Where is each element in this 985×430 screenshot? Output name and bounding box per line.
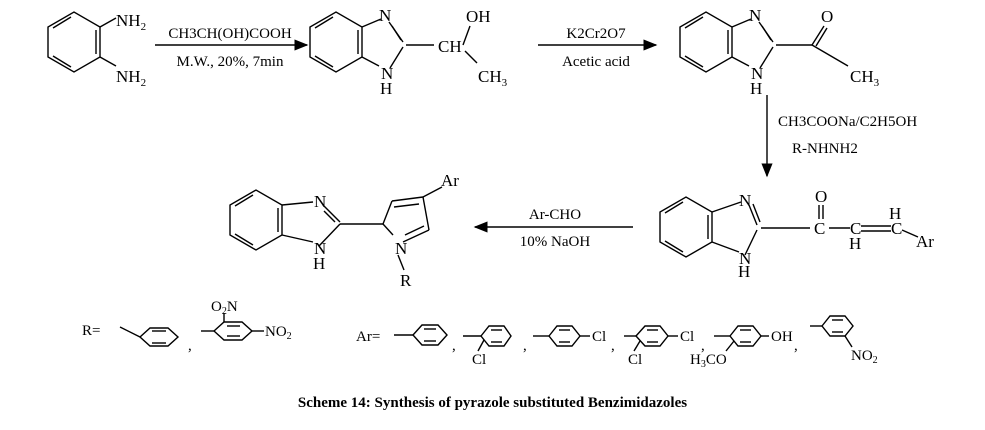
substituent-label: Cl	[628, 352, 642, 368]
substituent-label: NO2	[265, 324, 292, 342]
atom-label: C	[814, 219, 825, 238]
atom-label: H	[750, 79, 762, 98]
substituent-label: NO2	[851, 348, 878, 366]
atom-label: CH	[438, 37, 462, 56]
atom-label: N	[751, 64, 763, 83]
atom-label: N	[395, 239, 407, 258]
atom-label: O	[815, 187, 827, 206]
substituent-label: ,	[188, 338, 192, 354]
atom-label: O	[821, 7, 833, 26]
substituent-label: ,	[794, 338, 798, 354]
atom-label: NH2	[116, 11, 146, 33]
atom-label: N	[314, 239, 326, 258]
substituent-phenyl-ar	[394, 324, 448, 346]
reagent-step4-bottom: 10% NaOH	[520, 234, 591, 250]
substituent-label: Cl	[592, 329, 606, 345]
atom-label: CH3	[478, 67, 508, 89]
reaction-scheme: NH2 NH2 N N H OH CH CH3 N N H O CH3 N N …	[47, 6, 934, 370]
atom-label: C	[850, 219, 861, 238]
r-group-label: R=	[82, 323, 100, 339]
acetyl-benzimidazole-structure	[679, 11, 849, 73]
reagent-step2-bottom: Acetic acid	[562, 54, 630, 70]
substituent-phenyl-r	[119, 326, 180, 347]
atom-label: NH2	[116, 67, 146, 89]
atom-label: H	[738, 262, 750, 281]
substituent-label: ,	[611, 338, 615, 354]
substituent-2-4-dichlorophenyl-ar	[624, 325, 678, 352]
atom-label: H	[380, 79, 392, 98]
substituent-hydroxy-methoxyphenyl-ar	[714, 325, 769, 352]
reagent-step3-bottom: R-NHNH2	[792, 141, 858, 157]
atom-label: N	[749, 6, 761, 25]
substituent-label: O2N	[211, 299, 238, 317]
substituent-dinitrophenyl-r	[201, 313, 264, 341]
reagent-step2-top: K2Cr2O7	[566, 26, 626, 42]
substituent-label: ,	[701, 338, 705, 354]
atom-label: CH3	[850, 67, 880, 89]
substituent-label: OH	[771, 329, 793, 345]
pyrazole-benzimidazole-structure	[229, 186, 443, 271]
atom-label: N	[379, 6, 391, 25]
atom-label: OH	[466, 7, 491, 26]
atom-label: H	[849, 234, 861, 253]
atom-label: N	[381, 64, 393, 83]
substituent-label: ,	[523, 338, 527, 354]
reagent-step1-bottom: M.W., 20%, 7min	[177, 54, 284, 70]
substituent-label: Cl	[680, 329, 694, 345]
substituent-label: ,	[452, 338, 456, 354]
atom-label: N	[739, 191, 751, 210]
figure-caption: Scheme 14: Synthesis of pyrazole substit…	[297, 395, 688, 411]
atom-label: C	[891, 219, 902, 238]
atom-label: N	[739, 249, 751, 268]
substituent-2-chlorophenyl-ar	[463, 325, 512, 352]
reagent-step1-top: CH3CH(OH)COOH	[168, 26, 292, 42]
ar-group-label: Ar=	[356, 329, 380, 345]
atom-label: Ar	[441, 171, 459, 190]
substituent-4-chlorophenyl-ar	[533, 325, 590, 347]
atom-label: Ar	[916, 232, 934, 251]
hydroxyethyl-benzimidazole-structure	[309, 11, 478, 73]
atom-label: R	[400, 271, 412, 290]
o-phenylenediamine-structure	[47, 11, 117, 73]
substituent-label: H3CO	[690, 352, 727, 370]
substituent-3-nitrophenyl-ar	[810, 315, 854, 348]
atom-label: H	[313, 254, 325, 273]
reagent-step4-top: Ar-CHO	[529, 207, 581, 223]
substituent-label: Cl	[472, 352, 486, 368]
atom-label: H	[889, 204, 901, 223]
chalcone-structure	[659, 196, 919, 258]
reagent-step3-top: CH3COONa/C2H5OH	[778, 114, 917, 130]
atom-label: N	[314, 192, 326, 211]
